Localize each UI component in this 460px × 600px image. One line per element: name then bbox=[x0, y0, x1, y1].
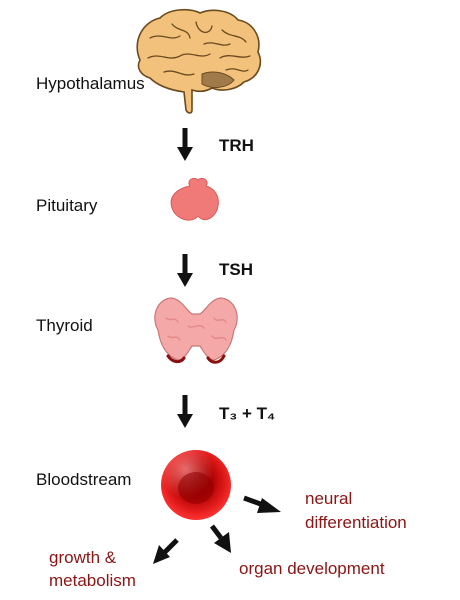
t3-t4-label: T₃ + T₄ bbox=[219, 404, 276, 423]
arrow-t3-t4 bbox=[177, 395, 193, 428]
arrow-to-neural bbox=[243, 495, 281, 513]
tsh-label: TSH bbox=[219, 260, 253, 279]
thyroid-icon bbox=[154, 297, 238, 364]
arrow-tsh bbox=[177, 254, 193, 287]
arrow-trh bbox=[177, 128, 193, 161]
arrow-to-growth bbox=[153, 538, 179, 564]
hypothalamus-label: Hypothalamus bbox=[36, 74, 145, 93]
growth-metabolism-label-line1: growth & bbox=[49, 548, 117, 567]
bloodstream-label: Bloodstream bbox=[36, 470, 132, 489]
brain-icon bbox=[136, 8, 262, 114]
thyroid-label: Thyroid bbox=[36, 316, 93, 335]
pituitary-label: Pituitary bbox=[36, 196, 98, 215]
trh-label: TRH bbox=[219, 136, 254, 155]
arrow-to-organ bbox=[210, 524, 231, 553]
red-blood-cell-icon bbox=[161, 450, 231, 520]
pituitary-icon bbox=[170, 177, 219, 221]
neural-differentiation-label-line2: differentiation bbox=[305, 513, 407, 532]
neural-differentiation-label-line1: neural bbox=[305, 489, 353, 508]
organ-development-label: organ development bbox=[239, 559, 385, 578]
growth-metabolism-label-line2: metabolism bbox=[49, 571, 136, 590]
